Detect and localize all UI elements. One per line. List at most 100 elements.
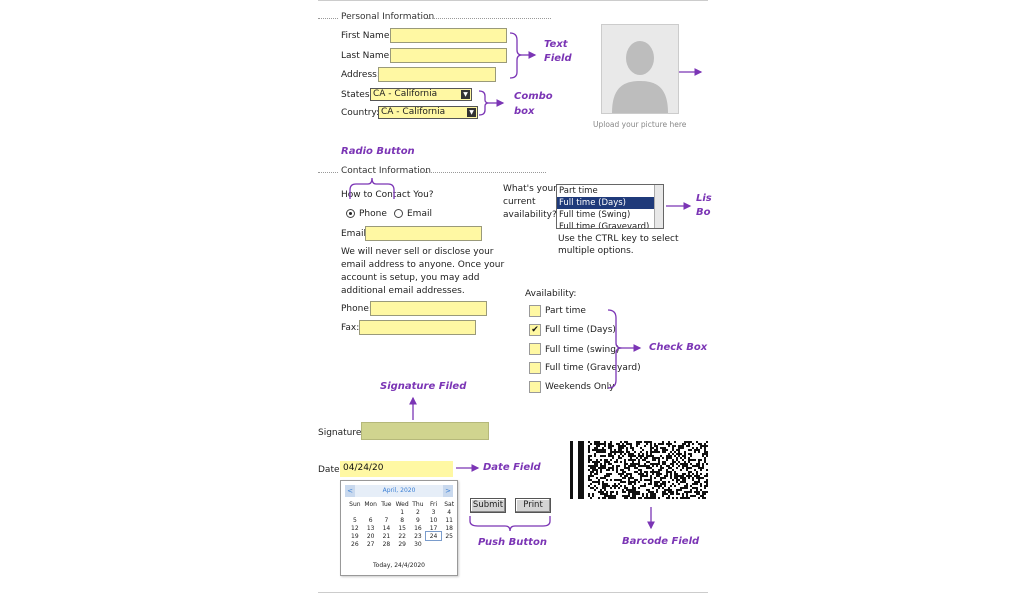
calendar-day[interactable]: 14 bbox=[382, 524, 391, 532]
checkbox-part-time[interactable] bbox=[529, 305, 541, 317]
radio-email[interactable] bbox=[394, 209, 403, 218]
photo-upload-box[interactable] bbox=[601, 24, 679, 114]
phone-field[interactable] bbox=[370, 301, 487, 316]
calendar-day[interactable]: 26 bbox=[351, 540, 359, 548]
calendar-day[interactable]: 9 bbox=[416, 516, 420, 524]
page-bottom-border bbox=[318, 592, 708, 593]
calendar-day[interactable]: 25 bbox=[445, 532, 453, 540]
date-field[interactable]: 04/24/20 bbox=[340, 461, 453, 477]
radio-email-label: Email bbox=[407, 209, 432, 219]
calendar-day[interactable]: 20 bbox=[366, 532, 375, 540]
checkbox-full-time-swing[interactable] bbox=[529, 343, 541, 355]
annotation-barcode-field: Barcode Field bbox=[622, 536, 700, 547]
fax-field[interactable] bbox=[359, 320, 476, 335]
listbox-option[interactable]: Full time (Graveyard) bbox=[559, 222, 650, 229]
calendar-day[interactable]: 3 bbox=[431, 508, 436, 516]
checkbox-label: Full time (swing) bbox=[545, 345, 620, 355]
calendar-day[interactable] bbox=[379, 508, 395, 516]
calendar-prev-icon[interactable]: < bbox=[345, 485, 355, 497]
country-combo[interactable]: CA - California ▼ bbox=[378, 106, 478, 119]
calendar-day[interactable]: 15 bbox=[398, 524, 406, 532]
checkbox-full-time-graveyard[interactable] bbox=[529, 362, 541, 374]
annotation-radio-button: Radio Button bbox=[341, 146, 415, 157]
listbox-option-selected[interactable]: Full time (Days) bbox=[557, 197, 663, 209]
calendar-day[interactable]: 8 bbox=[400, 516, 405, 524]
calendar-today-link[interactable]: Today, 24/4/2020 bbox=[373, 562, 425, 569]
calendar-day[interactable]: 5 bbox=[352, 516, 357, 524]
calendar-day[interactable]: 21 bbox=[382, 532, 391, 540]
listbox-scrollbar[interactable] bbox=[654, 185, 663, 228]
annotation-check-box: Check Box bbox=[649, 342, 708, 353]
checkbox-weekends-only[interactable] bbox=[529, 381, 541, 393]
calendar-day[interactable]: 11 bbox=[445, 516, 453, 524]
listbox-option[interactable]: Part time bbox=[559, 186, 598, 196]
listbox-question-line-2: current bbox=[503, 197, 536, 207]
radio-phone[interactable] bbox=[346, 209, 355, 218]
calendar-day-selected[interactable]: 24 bbox=[424, 531, 443, 541]
calendar-day[interactable]: 28 bbox=[382, 540, 391, 548]
states-combo[interactable]: CA - California ▼ bbox=[370, 88, 472, 101]
fax-label: Fax: bbox=[341, 323, 360, 333]
calendar-day[interactable]: 1 bbox=[400, 508, 405, 516]
person-silhouette-icon bbox=[602, 25, 678, 113]
calendar-day[interactable] bbox=[426, 540, 442, 548]
dropdown-arrow-icon[interactable]: ▼ bbox=[461, 90, 470, 99]
submit-button[interactable]: Submit bbox=[470, 498, 506, 513]
signature-field[interactable] bbox=[361, 422, 489, 440]
phone-label: Phone: bbox=[341, 304, 372, 314]
last-name-field[interactable] bbox=[390, 48, 507, 63]
email-field[interactable] bbox=[365, 226, 482, 241]
section-divider-right bbox=[420, 172, 546, 173]
states-combo-value: CA - California bbox=[373, 89, 438, 99]
checkbox-label: Full time (Days) bbox=[545, 325, 616, 335]
calendar-next-icon[interactable]: > bbox=[443, 485, 453, 497]
print-button[interactable]: Print bbox=[515, 498, 551, 513]
page-top-border bbox=[318, 0, 708, 1]
weekday-header: Wed bbox=[395, 500, 409, 508]
annotation-list-box-line-1: Lis bbox=[696, 193, 712, 204]
first-name-field[interactable] bbox=[390, 28, 507, 43]
calendar-day[interactable]: 27 bbox=[366, 540, 375, 548]
date-label: Date: bbox=[318, 465, 343, 475]
annotation-push-button: Push Button bbox=[478, 537, 547, 548]
weekday-header: Thu bbox=[412, 500, 424, 508]
calendar-day[interactable] bbox=[347, 508, 363, 516]
first-name-label: First Name: bbox=[341, 31, 393, 41]
annotation-signature-field: Signature Filed bbox=[380, 381, 467, 392]
listbox-question-line-1: What's your bbox=[503, 184, 557, 194]
calendar-day[interactable]: 10 bbox=[429, 516, 438, 524]
calendar-day[interactable]: 17 bbox=[429, 524, 438, 532]
calendar-day[interactable]: 16 bbox=[414, 524, 422, 532]
section-title-personal: Personal Information bbox=[341, 12, 435, 22]
calendar-day[interactable]: 13 bbox=[366, 524, 375, 532]
calendar-day[interactable]: 18 bbox=[445, 524, 453, 532]
calendar-day[interactable] bbox=[441, 540, 457, 548]
calendar-day[interactable]: 2 bbox=[416, 508, 420, 516]
weekday-header: Tue bbox=[381, 500, 392, 508]
checkbox-label: Part time bbox=[545, 306, 586, 316]
calendar-month: April, 2020 bbox=[382, 487, 416, 494]
listbox-hint-line-2: multiple options. bbox=[558, 246, 634, 256]
calendar-day[interactable]: 12 bbox=[351, 524, 359, 532]
weekday-header: Fri bbox=[429, 500, 438, 508]
annotation-combo-box-line-2: box bbox=[514, 106, 535, 117]
date-picker-calendar[interactable]: < April, 2020 > Sun Mon Tue Wed Thu Fri … bbox=[340, 480, 458, 576]
calendar-day[interactable]: 4 bbox=[447, 508, 452, 516]
calendar-day[interactable]: 30 bbox=[414, 540, 422, 548]
calendar-day[interactable]: 22 bbox=[398, 532, 406, 540]
dropdown-arrow-icon[interactable]: ▼ bbox=[467, 108, 476, 117]
listbox-option[interactable]: Full time (Swing) bbox=[559, 210, 631, 220]
calendar-day[interactable]: 19 bbox=[351, 532, 359, 540]
calendar-day[interactable]: 6 bbox=[368, 516, 373, 524]
calendar-day[interactable]: 23 bbox=[414, 532, 422, 540]
calendar-day[interactable]: 7 bbox=[384, 516, 389, 524]
calendar-day[interactable]: 29 bbox=[398, 540, 406, 548]
calendar-day[interactable] bbox=[363, 508, 379, 516]
checkbox-full-time-days[interactable]: ✔ bbox=[529, 324, 541, 336]
availability-listbox[interactable]: Part time Full time (Days) Full time (Sw… bbox=[556, 184, 664, 229]
annotation-list-box-line-2: Bo bbox=[696, 207, 711, 218]
section-divider-left bbox=[318, 172, 338, 173]
email-disclaimer-line-1: We will never sell or disclose your bbox=[341, 247, 494, 257]
address-field[interactable] bbox=[378, 67, 496, 82]
